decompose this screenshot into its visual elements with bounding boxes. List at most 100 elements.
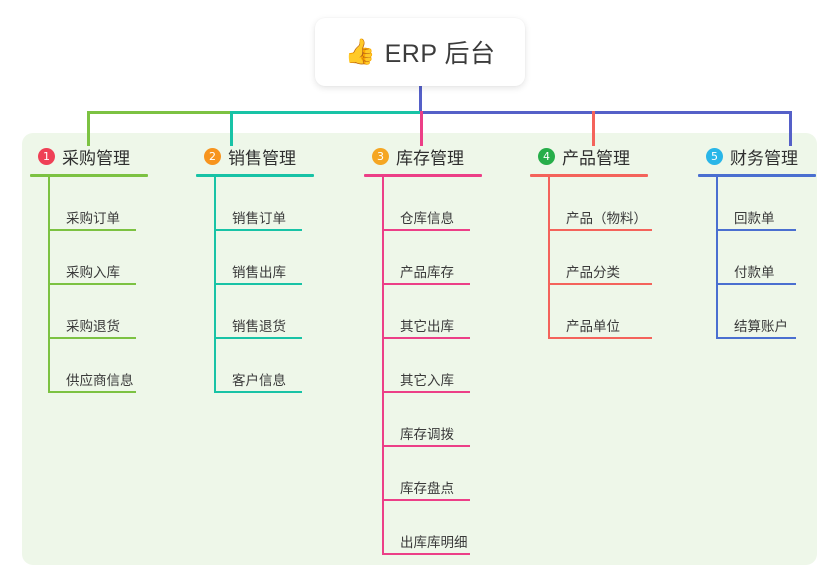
list-item-label: 库存调拨 — [400, 427, 454, 442]
list-item-label: 销售订单 — [232, 211, 286, 226]
column-spine — [48, 177, 50, 393]
column-spine — [548, 177, 550, 339]
list-item-underline — [214, 337, 302, 339]
connector-drop-5 — [789, 111, 792, 146]
column-title: 销售管理 — [228, 148, 296, 168]
column-spine — [716, 177, 718, 339]
list-item-label: 付款单 — [734, 265, 775, 280]
list-item-label: 供应商信息 — [66, 373, 134, 388]
list-item-label: 产品库存 — [400, 265, 454, 280]
column-underline — [196, 174, 314, 177]
column-underline — [530, 174, 648, 177]
list-item-underline — [548, 283, 652, 285]
list-item-underline — [48, 229, 136, 231]
column-销售管理: 2 销售管理销售订单销售出库销售退货客户信息 — [196, 143, 314, 393]
column-header[interactable]: 2 销售管理 — [196, 143, 314, 169]
connector-bus-segment-1 — [87, 111, 230, 114]
list-item[interactable]: 销售出库 — [214, 231, 314, 285]
column-underline — [30, 174, 148, 177]
column-spine — [214, 177, 216, 393]
list-item-label: 采购入库 — [66, 265, 120, 280]
list-item-label: 其它入库 — [400, 373, 454, 388]
list-item-underline — [382, 391, 470, 393]
list-item-label: 采购订单 — [66, 211, 120, 226]
column-title: 库存管理 — [396, 148, 464, 168]
list-item-label: 产品分类 — [566, 265, 620, 280]
list-item-underline — [48, 337, 136, 339]
page-title: ERP 后台 — [384, 40, 496, 68]
list-item[interactable]: 出库库明细 — [382, 501, 482, 555]
list-item-label: 结算账户 — [734, 319, 788, 334]
list-item-underline — [214, 391, 302, 393]
list-item[interactable]: 产品库存 — [382, 231, 482, 285]
diagram-panel — [22, 133, 817, 565]
list-item[interactable]: 其它入库 — [382, 339, 482, 393]
list-item[interactable]: 采购退货 — [48, 285, 148, 339]
list-item[interactable]: 供应商信息 — [48, 339, 148, 393]
column-库存管理: 3 库存管理仓库信息产品库存其它出库其它入库库存调拨库存盘点出库库明细 — [364, 143, 482, 555]
column-spine — [382, 177, 384, 555]
list-item[interactable]: 付款单 — [716, 231, 816, 285]
list-item-underline — [382, 283, 470, 285]
list-item[interactable]: 客户信息 — [214, 339, 314, 393]
column-title: 财务管理 — [730, 148, 798, 168]
list-item-underline — [548, 337, 652, 339]
list-item[interactable]: 库存盘点 — [382, 447, 482, 501]
list-item-label: 库存盘点 — [400, 481, 454, 496]
list-item-label: 产品（物料） — [566, 211, 647, 226]
list-item-label: 销售退货 — [232, 319, 286, 334]
list-item[interactable]: 采购订单 — [48, 177, 148, 231]
list-item[interactable]: 销售退货 — [214, 285, 314, 339]
list-item-label: 回款单 — [734, 211, 775, 226]
connector-drop-2 — [230, 111, 233, 146]
column-title: 采购管理 — [62, 148, 130, 168]
list-item[interactable]: 产品（物料） — [548, 177, 652, 231]
list-item-underline — [548, 229, 652, 231]
list-item-underline — [214, 283, 302, 285]
column-item-list: 仓库信息产品库存其它出库其它入库库存调拨库存盘点出库库明细 — [382, 177, 482, 555]
list-item-underline — [382, 499, 470, 501]
column-index-badge: 5 — [706, 147, 723, 165]
column-underline — [698, 174, 816, 177]
list-item-underline — [48, 283, 136, 285]
column-title: 产品管理 — [562, 148, 630, 168]
list-item[interactable]: 采购入库 — [48, 231, 148, 285]
column-index-badge: 3 — [372, 147, 389, 165]
list-item-underline — [382, 445, 470, 447]
column-item-list: 采购订单采购入库采购退货供应商信息 — [48, 177, 148, 393]
list-item-underline — [382, 337, 470, 339]
list-item-label: 出库库明细 — [400, 535, 468, 550]
column-header[interactable]: 5 财务管理 — [698, 143, 816, 169]
list-item-label: 采购退货 — [66, 319, 120, 334]
list-item-underline — [716, 229, 796, 231]
list-item-underline — [716, 283, 796, 285]
column-item-list: 回款单付款单结算账户 — [716, 177, 816, 339]
column-item-list: 产品（物料） 产品分类产品单位 — [548, 177, 652, 339]
list-item-label: 销售出库 — [232, 265, 286, 280]
column-underline — [364, 174, 482, 177]
list-item[interactable]: 仓库信息 — [382, 177, 482, 231]
list-item[interactable]: 其它出库 — [382, 285, 482, 339]
list-item[interactable]: 回款单 — [716, 177, 816, 231]
connector-bus-segment-2 — [230, 111, 420, 114]
list-item-underline — [716, 337, 796, 339]
thumbs-up-icon: 👍 — [344, 37, 376, 66]
list-item[interactable]: 结算账户 — [716, 285, 816, 339]
list-item-label: 产品单位 — [566, 319, 620, 334]
list-item-label: 客户信息 — [232, 373, 286, 388]
list-item[interactable]: 库存调拨 — [382, 393, 482, 447]
list-item[interactable]: 销售订单 — [214, 177, 314, 231]
connector-drop-1 — [87, 111, 90, 146]
list-item-underline — [382, 553, 470, 555]
list-item[interactable]: 产品单位 — [548, 285, 652, 339]
column-财务管理: 5 财务管理回款单付款单结算账户 — [698, 143, 816, 339]
list-item[interactable]: 产品分类 — [548, 231, 652, 285]
column-index-badge: 2 — [204, 147, 221, 165]
column-header[interactable]: 3 库存管理 — [364, 143, 482, 169]
list-item-underline — [48, 391, 136, 393]
connector-drop-3 — [420, 111, 423, 146]
